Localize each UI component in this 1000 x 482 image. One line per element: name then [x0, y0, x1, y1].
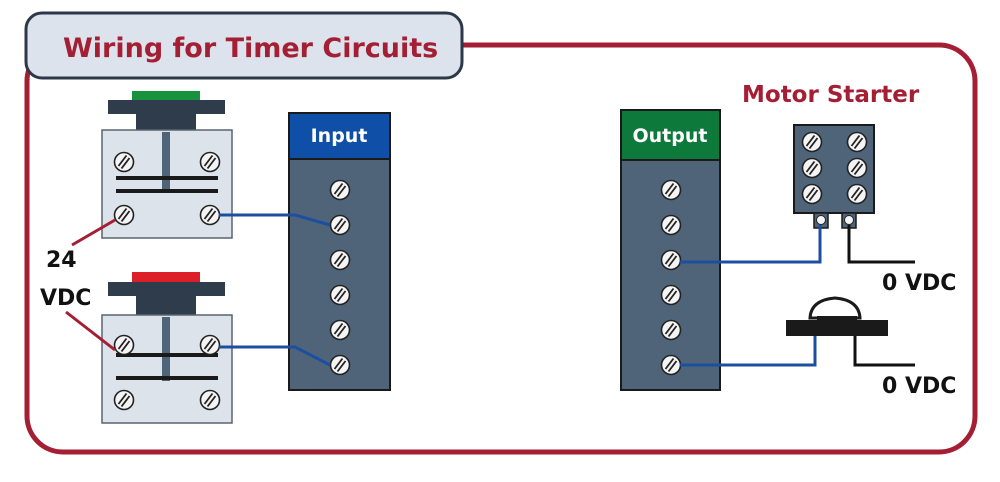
screw-icon — [329, 354, 351, 376]
outer-frame — [24, 42, 978, 455]
screw-icon — [660, 354, 682, 376]
screw-icon — [846, 183, 868, 205]
screw-icon — [329, 249, 351, 271]
screw-icon — [846, 157, 868, 179]
page-title: Wiring for Timer Circuits — [63, 33, 438, 64]
screw-icon — [660, 284, 682, 306]
screw-icon — [199, 334, 221, 356]
screw-icon — [199, 151, 221, 173]
leader-line-top — [71, 218, 116, 247]
lamp-symbol — [786, 296, 888, 336]
input-terminal-block: Input — [288, 112, 391, 391]
title-box: Wiring for Timer Circuits — [24, 11, 464, 80]
screw-icon — [113, 151, 135, 173]
wire-lamp-0vdc — [853, 336, 915, 367]
screw-icon — [801, 183, 823, 205]
screw-icon — [801, 157, 823, 179]
zero-vdc-label-1: 0 VDC — [882, 271, 956, 296]
leader-line-bottom — [65, 310, 116, 352]
screw-icon — [660, 249, 682, 271]
input-header: Input — [311, 125, 368, 147]
screw-icon — [660, 319, 682, 341]
screw-icon — [329, 179, 351, 201]
screw-icon — [329, 319, 351, 341]
screw-icon — [113, 204, 135, 226]
screw-icon — [660, 214, 682, 236]
motor-starter — [793, 124, 875, 229]
screw-icon — [113, 389, 135, 411]
wire-output-lamp — [680, 336, 817, 367]
screw-icon — [660, 179, 682, 201]
screw-icon — [199, 204, 221, 226]
wire-pb1-input — [219, 213, 331, 227]
screw-icon — [801, 131, 823, 153]
output-terminal-block: Output — [620, 109, 721, 391]
green-button-cap — [132, 91, 200, 100]
screw-icon — [329, 284, 351, 306]
screw-icon — [199, 389, 221, 411]
output-header: Output — [633, 125, 708, 147]
screw-icon — [846, 131, 868, 153]
wire-output-motor — [680, 225, 822, 264]
voltage-label-vdc: VDC — [40, 286, 91, 311]
screw-icon — [329, 214, 351, 236]
zero-vdc-label-2: 0 VDC — [882, 374, 956, 399]
motor-starter-label: Motor Starter — [742, 82, 920, 108]
pushbutton-green — [101, 91, 233, 239]
red-button-cap — [132, 272, 200, 282]
wire-pb2-input — [219, 345, 331, 367]
voltage-label-24: 24 — [46, 248, 77, 273]
wire-motor-0vdc — [847, 225, 915, 264]
pushbutton-red — [101, 272, 233, 424]
screw-icon — [113, 334, 135, 356]
